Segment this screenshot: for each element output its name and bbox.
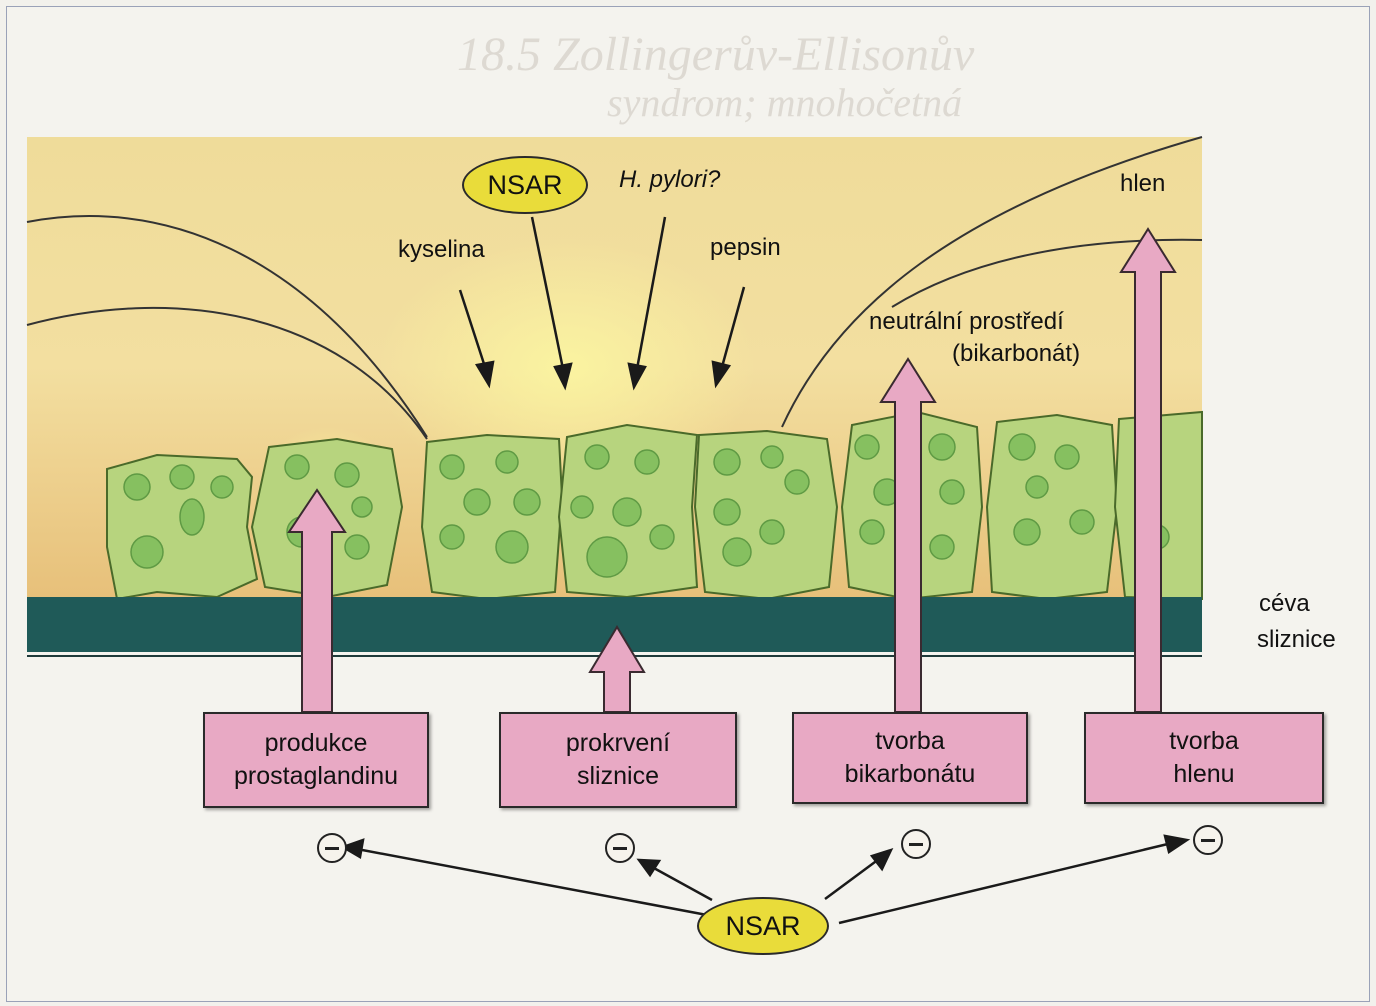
box-hlen-line1: tvorba	[1169, 725, 1238, 758]
box-prostaglandin-line2: prostaglandinu	[234, 760, 398, 793]
nsar-top-oval: NSAR	[462, 156, 588, 214]
inhibit-icon-2	[605, 833, 635, 863]
nsar-top-label: NSAR	[487, 170, 562, 201]
mucosa-diagram	[7, 7, 1369, 1001]
pepsin-label: pepsin	[710, 233, 781, 263]
box-bikarbonat-line2: bikarbonátu	[845, 758, 976, 791]
kyselina-label: kyselina	[398, 235, 485, 265]
diagram-frame: 18.5 Zollingerův-Ellisonův syndrom; mnoh…	[6, 6, 1370, 1002]
inhibit-icon-1	[317, 833, 347, 863]
neutralni-label-1: neutrální prostředí	[869, 307, 1064, 337]
box-hlen-line2: hlenu	[1173, 758, 1234, 791]
neutralni-label-2: (bikarbonát)	[952, 339, 1080, 369]
box-prokrveni-line1: prokrvení	[566, 727, 670, 760]
box-prostaglandin: produkce prostaglandinu	[203, 712, 429, 808]
box-prokrveni: prokrvení sliznice	[499, 712, 737, 808]
box-bikarbonat-line1: tvorba	[875, 725, 944, 758]
nsar-bottom-label: NSAR	[725, 911, 800, 942]
box-bikarbonat: tvorba bikarbonátu	[792, 712, 1028, 804]
ceva-label-2: sliznice	[1257, 625, 1336, 655]
ceva-label-1: céva	[1259, 589, 1310, 619]
inhibit-icon-4	[1193, 825, 1223, 855]
cell-7	[987, 415, 1117, 599]
box-prostaglandin-line1: produkce	[265, 727, 368, 760]
h-pylori-label: H. pylori?	[619, 165, 720, 195]
box-hlen: tvorba hlenu	[1084, 712, 1324, 804]
nsar-bottom-oval: NSAR	[697, 897, 829, 955]
box-prokrveni-line2: sliznice	[577, 760, 659, 793]
hlen-label: hlen	[1120, 169, 1165, 199]
inhibit-icon-3	[901, 829, 931, 859]
